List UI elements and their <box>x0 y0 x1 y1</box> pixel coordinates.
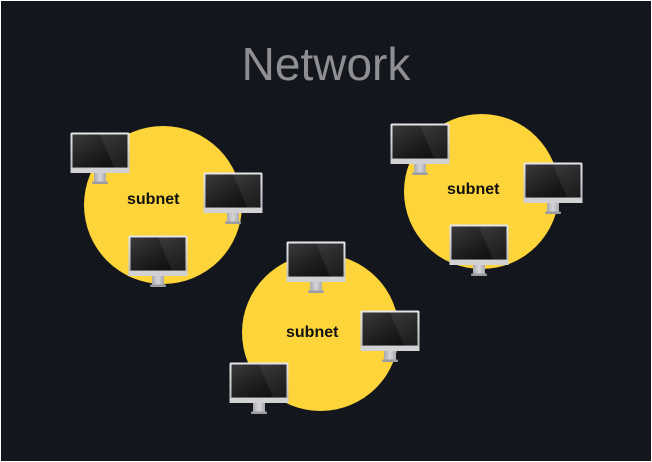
computer-monitor-icon <box>229 362 289 420</box>
computer-monitor-icon <box>523 162 583 220</box>
computer-monitor-icon <box>360 310 420 368</box>
computer-monitor-icon <box>449 224 509 282</box>
subnet-label: subnet <box>447 181 500 198</box>
computer-monitor-icon <box>286 241 346 299</box>
computer-monitor-icon <box>390 123 450 181</box>
subnet-label: subnet <box>127 191 180 208</box>
diagram-title: Network <box>241 38 411 90</box>
computer-monitor-icon <box>70 132 130 190</box>
subnet-label: subnet <box>286 324 339 341</box>
computer-monitor-icon <box>128 235 188 293</box>
computer-monitor-icon <box>203 172 263 230</box>
